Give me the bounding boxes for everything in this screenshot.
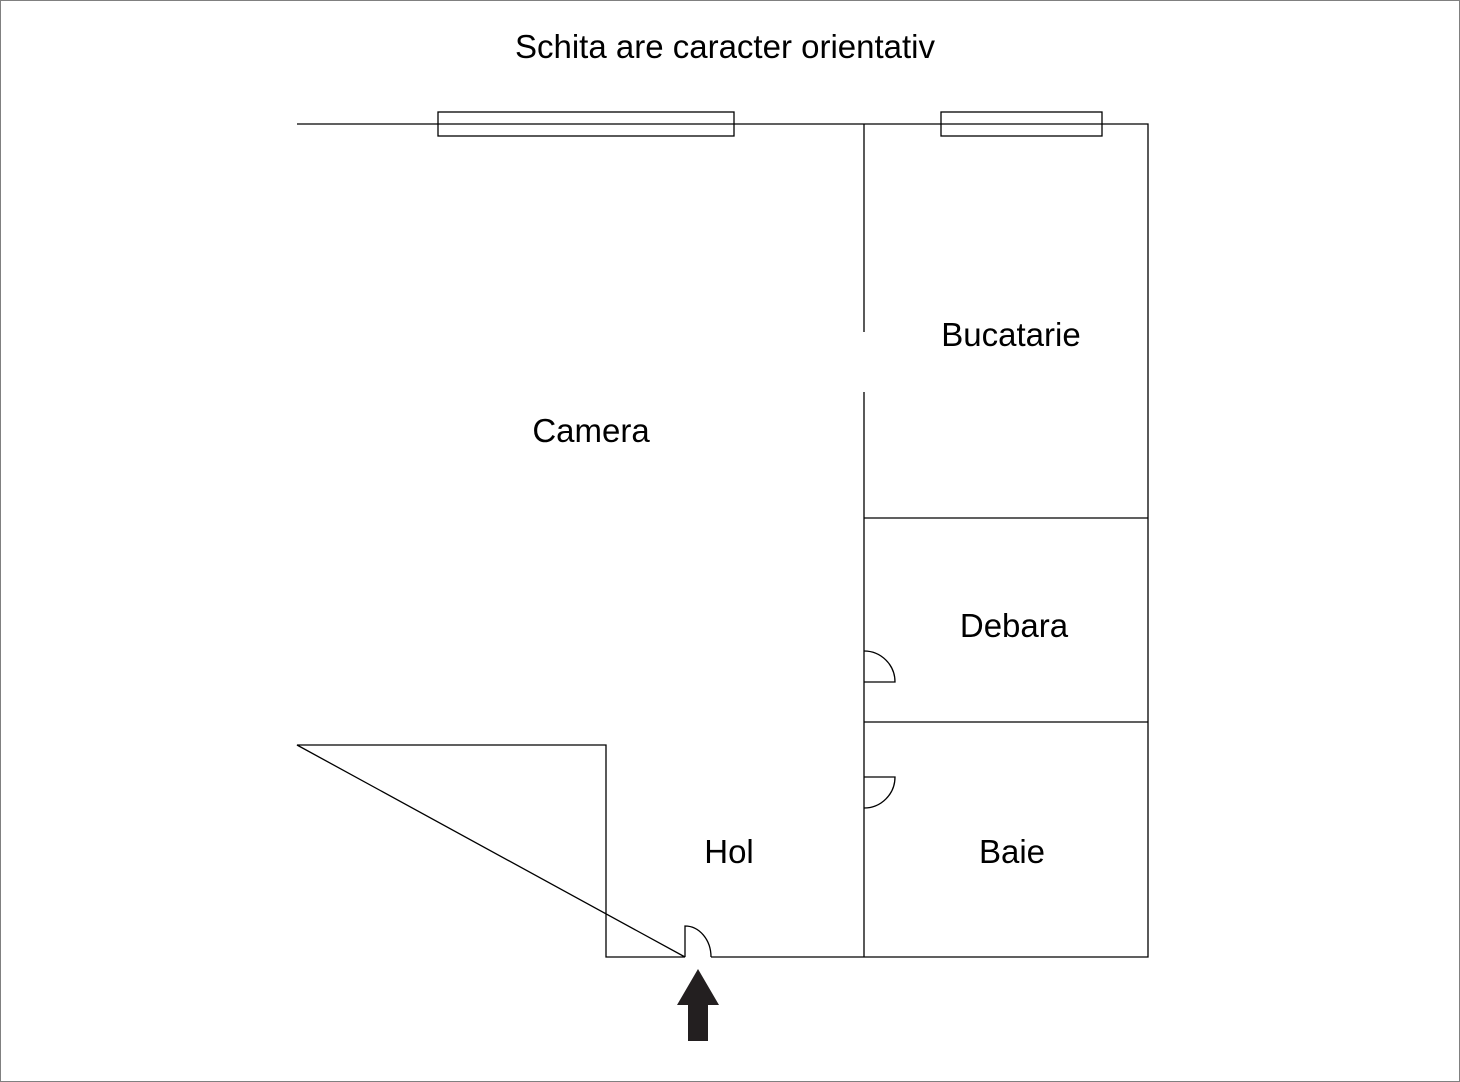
room-label-baie: Baie <box>979 833 1045 870</box>
window-camera <box>437 111 735 137</box>
door-debara <box>863 650 896 683</box>
room-label-camera: Camera <box>532 412 650 449</box>
room-label-hol: Hol <box>704 833 754 870</box>
room-label-debara: Debara <box>960 607 1069 644</box>
room-label-bucatarie: Bucatarie <box>941 316 1080 353</box>
outer-wall <box>296 123 1149 958</box>
door-baie <box>863 776 896 809</box>
arrow-up-icon <box>677 969 719 1041</box>
window-bucatarie <box>940 111 1103 137</box>
door-entrance <box>684 925 712 958</box>
diagram-title: Schita are caracter orientativ <box>514 28 936 65</box>
